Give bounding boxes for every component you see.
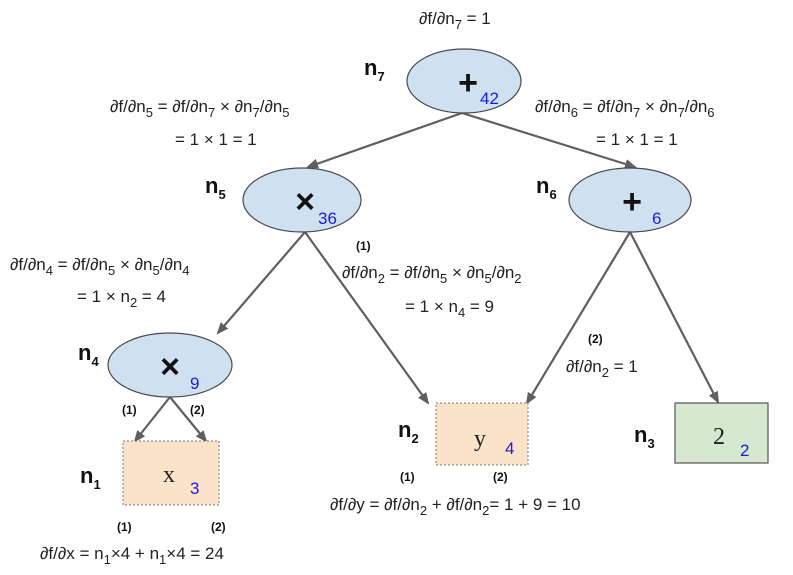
node-n5-symbol: × [295, 183, 315, 221]
node-n5: × 36 [242, 167, 362, 233]
node-n5-id: n5 [205, 173, 226, 202]
grad-n2-via-n5-line1: ∂f/∂n2 = ∂f/∂n5 × ∂n5/∂n2 [342, 263, 522, 286]
node-n1-id: n1 [80, 463, 101, 492]
node-n6-symbol: + [622, 183, 642, 221]
node-n2-id: n2 [398, 417, 419, 446]
node-n2-box [435, 402, 529, 466]
grad-y-total: ∂f/∂y = ∂f/∂n2 + ∂f/∂n2= 1 + 9 = 10 [330, 495, 581, 518]
node-n5-shape [242, 167, 362, 233]
tag-n2-second: (2) [493, 470, 508, 484]
node-n3-box [674, 402, 769, 464]
node-n6-id: n6 [536, 173, 557, 202]
grad-n7-label: ∂f/∂n7 = 1 [419, 9, 491, 32]
node-n7-id: n7 [364, 55, 385, 84]
node-n2-value: 4 [505, 439, 514, 458]
node-n1: x 3 [122, 440, 220, 506]
edge-n6-n3 [629, 231, 719, 404]
tag-n6-left: (2) [588, 332, 603, 346]
grad-n6-line1: ∂f/∂n6 = ∂f/∂n7 × ∂n7/∂n6 [535, 97, 715, 120]
node-n7: + 42 [406, 48, 522, 114]
tag-n1-second: (2) [211, 520, 226, 534]
node-n1-value: 3 [190, 479, 199, 498]
grad-x-total: ∂f/∂x = n1×4 + n1×4 = 24 [40, 544, 224, 567]
node-n5-value: 36 [318, 209, 337, 228]
edge-n5-n2 [304, 231, 430, 405]
node-n1-box [122, 440, 220, 506]
grad-n4-line2: = 1 × n2 = 4 [77, 287, 166, 310]
node-n2: y 4 [435, 402, 529, 466]
edge-n6-n2 [525, 231, 631, 405]
node-n4-id: n4 [78, 340, 99, 369]
edge-n5-n4 [216, 231, 306, 335]
node-n3-symbol: 2 [713, 424, 725, 450]
node-n1-symbol: x [163, 462, 175, 488]
node-n3: 2 2 [674, 402, 769, 464]
edge-n7-n5 [306, 111, 463, 169]
grad-n2-via-n6: ∂f/∂n2 = 1 [566, 357, 638, 380]
node-n6-shape [568, 167, 692, 233]
node-n7-shape [406, 48, 522, 114]
node-n4-value: 9 [190, 374, 199, 393]
tag-n4-right: (2) [190, 403, 205, 417]
edges [133, 111, 719, 443]
node-n3-value: 2 [740, 441, 749, 460]
grad-n2-via-n5-line2: = 1 × n4 = 9 [405, 297, 494, 320]
grad-n4-line1: ∂f/∂n4 = ∂f/∂n5 × ∂n5/∂n4 [10, 255, 190, 278]
tag-n5-right: (1) [356, 239, 371, 253]
node-n3-id: n3 [634, 422, 655, 451]
tag-n2-first: (1) [400, 470, 415, 484]
node-n2-symbol: y [474, 426, 486, 452]
node-n4: × 9 [107, 332, 233, 398]
node-n4-symbol: × [160, 348, 180, 386]
grad-n5-line1: ∂f/∂n5 = ∂f/∂n7 × ∂n7/∂n5 [110, 97, 290, 120]
edge-n4-n1-second [169, 396, 208, 443]
grad-n5-line2: = 1 × 1 = 1 [175, 130, 257, 149]
node-n7-symbol: + [458, 64, 478, 102]
node-n4-shape [107, 332, 233, 398]
node-n6: + 6 [568, 167, 692, 233]
edge-n4-n1-first [133, 396, 171, 443]
tag-n4-left: (1) [122, 403, 137, 417]
edge-n7-n6 [461, 111, 637, 169]
grad-n6-line2: = 1 × 1 = 1 [596, 130, 678, 149]
node-n6-value: 6 [652, 209, 661, 228]
tag-n1-first: (1) [117, 520, 132, 534]
node-n7-value: 42 [480, 89, 499, 108]
